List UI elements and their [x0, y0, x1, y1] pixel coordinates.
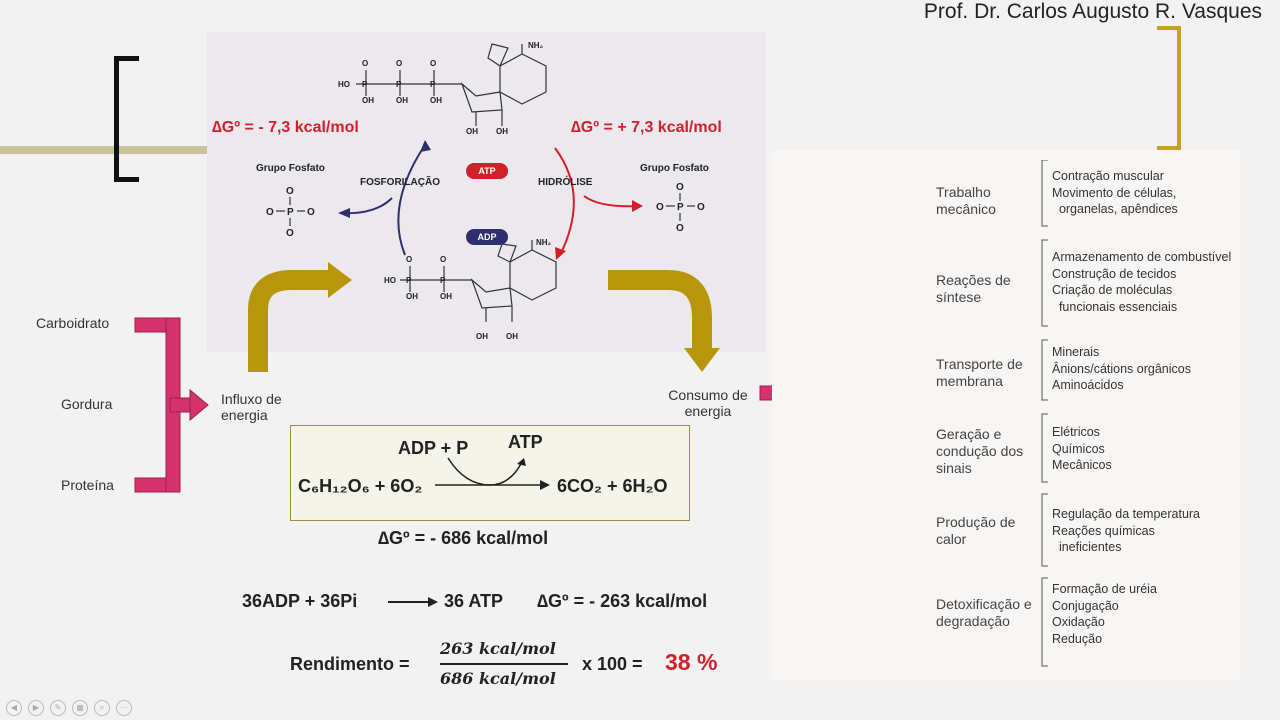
eq-product: 6CO₂ + 6H₂O — [557, 476, 668, 496]
pen-icon[interactable]: ✎ — [50, 700, 66, 716]
svg-text:O: O — [286, 186, 294, 197]
svg-text:O: O — [266, 207, 274, 218]
atp-badge: ATP — [466, 163, 508, 179]
use-items-0: Contração muscular Movimento de células,… — [1052, 169, 1178, 216]
zoom-icon[interactable]: ⌕ — [94, 700, 110, 716]
rendimento-result: 38 % — [665, 649, 718, 675]
source-proteina: Proteína — [61, 477, 114, 493]
adp-badge: ADP — [466, 229, 508, 245]
svg-text:OH: OH — [506, 332, 518, 341]
use-category-1: Reações de síntese — [936, 272, 1011, 305]
energy-uses-panel — [772, 150, 1240, 680]
decor-line-left — [0, 146, 210, 154]
svg-text:HO: HO — [384, 276, 396, 285]
svg-text:P: P — [396, 80, 402, 89]
svg-text:O: O — [676, 223, 684, 234]
svg-text:O: O — [676, 182, 684, 193]
svg-text:OH: OH — [396, 96, 408, 105]
eq-reaction-arrow — [435, 457, 550, 490]
svg-text:OH: OH — [466, 127, 478, 136]
phosphate-label-left: Grupo Fosfato — [256, 163, 325, 174]
svg-text:O: O — [362, 59, 368, 68]
svg-text:O: O — [406, 255, 412, 264]
svg-text:P: P — [440, 276, 446, 285]
next-slide-icon[interactable]: ▶ — [28, 700, 44, 716]
svg-text:O: O — [396, 59, 402, 68]
decor-bracket-black — [114, 56, 139, 182]
source-gordura: Gordura — [61, 396, 113, 412]
adp-molecule — [400, 240, 557, 322]
times-100: x 100 = — [582, 654, 643, 674]
decor-bracket-gold — [1157, 26, 1181, 150]
svg-text:OH: OH — [440, 292, 452, 301]
eq-reactant: C₆H₁₂O₆ + 6O₂ — [298, 476, 423, 496]
slides-icon[interactable]: ▦ — [72, 700, 88, 716]
atp-synth-left: 36ADP + 36Pi — [242, 591, 358, 611]
use-category-2: Transporte de membrana — [936, 356, 1023, 389]
svg-text:O: O — [697, 202, 705, 213]
rendimento-label: Rendimento = — [290, 654, 410, 674]
atp-molecule — [356, 43, 547, 126]
eq-atp: ATP — [508, 432, 543, 452]
use-category-3: Geração e condução dos sinais — [936, 426, 1024, 476]
use-items-4: Regulação da temperatura Reações química… — [1052, 507, 1201, 554]
dg-hydrolysis: ∆Gº = + 7,3 kcal/mol — [571, 119, 722, 136]
svg-text:OH: OH — [362, 96, 374, 105]
svg-text:O: O — [307, 207, 315, 218]
fraction-denominator: 686 kcal/mol — [440, 669, 556, 688]
use-items-3: Elétricos Químicos Mecânicos — [1052, 425, 1112, 472]
dg-phosphorylation: ∆Gº = - 7,3 kcal/mol — [212, 119, 359, 136]
atp-synth-arrow — [388, 597, 438, 607]
fraction-bar — [440, 663, 568, 665]
source-carboidrato: Carboidrato — [36, 315, 110, 331]
svg-text:OH: OH — [430, 96, 442, 105]
svg-text:O: O — [656, 202, 664, 213]
atp-cycle-panel — [207, 32, 766, 352]
fraction-numerator: 263 kcal/mol — [440, 639, 556, 658]
atp-synth-right: 36 ATP — [444, 591, 504, 611]
use-category-5: Detoxificação e degradação — [936, 596, 1032, 629]
use-items-1: Armazenamento de combustível Construção … — [1052, 250, 1232, 314]
atp-synth-dg: ∆Gº = - 263 kcal/mol — [537, 591, 708, 611]
svg-text:HO: HO — [338, 80, 350, 89]
svg-text:OH: OH — [496, 127, 508, 136]
use-braces — [1041, 160, 1048, 667]
prev-slide-icon[interactable]: ◀ — [6, 700, 22, 716]
use-category-4: Produção de calor — [936, 514, 1016, 547]
influx-label: Influxo de energia — [221, 391, 282, 423]
svg-text:OH: OH — [476, 332, 488, 341]
use-items-2: Minerais Ânions/cátions orgânicos Aminoá… — [1052, 345, 1191, 392]
svg-text:P: P — [677, 202, 684, 213]
svg-text:OH: OH — [406, 292, 418, 301]
use-items-5: Formação de uréia Conjugação Oxidação Re… — [1052, 582, 1157, 646]
svg-text:NH₂: NH₂ — [536, 238, 552, 247]
use-category-0: Trabalho mecânico — [936, 184, 996, 217]
eq-dg: ∆Gº = - 686 kcal/mol — [378, 528, 549, 548]
svg-text:O: O — [430, 59, 436, 68]
author-name: Prof. Dr. Carlos Augusto R. Vasques — [923, 0, 1262, 23]
consumo-label: Consumo de energia — [668, 387, 748, 419]
svg-text:NH₂: NH₂ — [528, 41, 544, 50]
svg-text:P: P — [430, 80, 436, 89]
svg-text:P: P — [362, 80, 368, 89]
fosforilacao-label: FOSFORILAÇÃO — [360, 177, 440, 188]
svg-text:O: O — [440, 255, 446, 264]
svg-text:P: P — [287, 207, 294, 218]
svg-text:O: O — [286, 228, 294, 239]
svg-text:P: P — [406, 276, 412, 285]
hidrolise-label: HIDRÓLISE — [538, 177, 593, 188]
phosphate-label-right: Grupo Fosfato — [640, 163, 709, 174]
eq-adp-p: ADP + P — [398, 438, 469, 458]
equation-box — [290, 425, 690, 521]
more-options-icon[interactable]: ⋯ — [116, 700, 132, 716]
